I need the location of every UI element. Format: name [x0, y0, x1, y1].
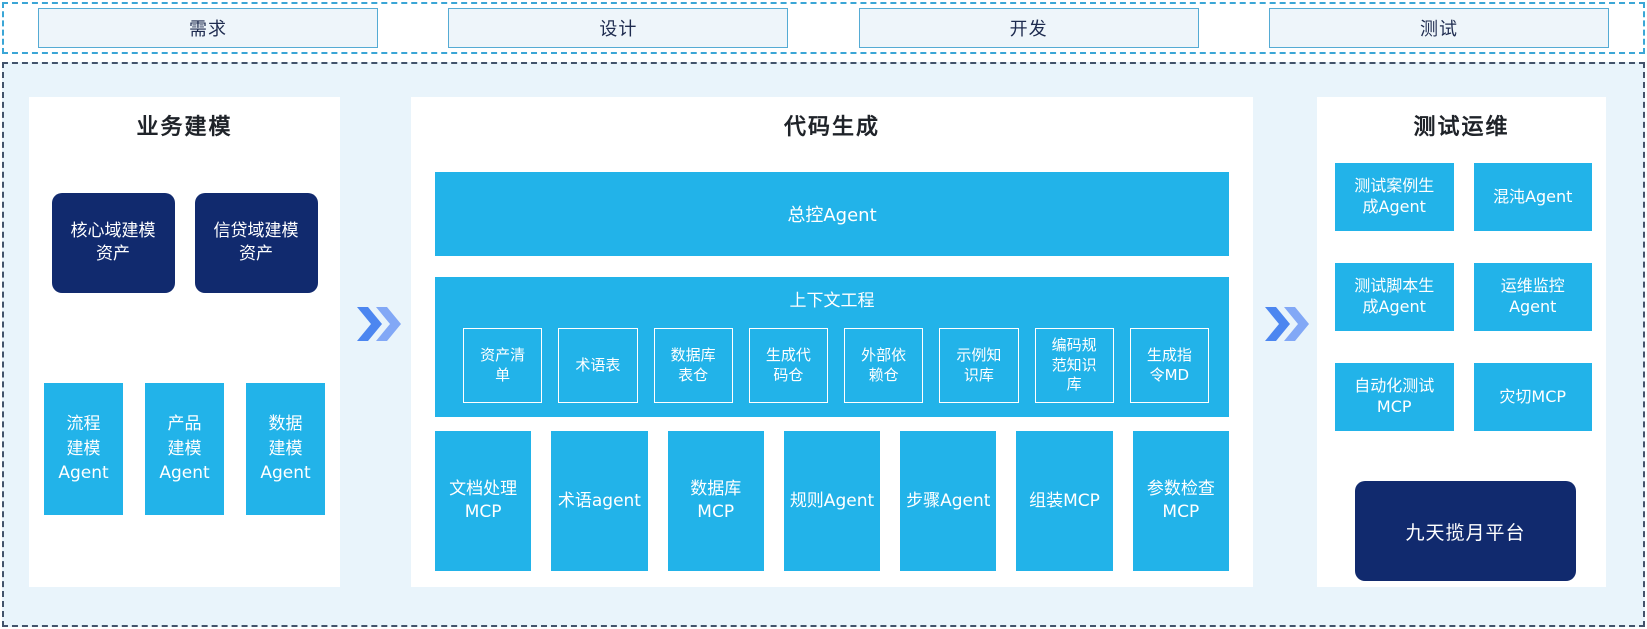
stage-requirements: 需求 [38, 8, 378, 48]
box-database-mcp: 数据库 MCP [667, 431, 764, 571]
box-parameter-check-mcp: 参数检查 MCP [1132, 431, 1229, 571]
flow-chevron-icon [1263, 304, 1309, 344]
context-engineering-title: 上下文工程 [789, 291, 875, 311]
box-process-modeling-agent: 流程 建模 Agent [44, 383, 123, 515]
box-asset-list: 资产清 单 [463, 328, 543, 403]
stage-development: 开发 [858, 8, 1199, 48]
box-document-processing-mcp: 文档处理 MCP [435, 431, 532, 571]
main-container: 业务建模 核心域建模 资产 信贷域建模 资产 流程 建模 Agent 产品 建模… [2, 62, 1645, 627]
box-generated-code-repo: 生成代 码仓 [748, 328, 828, 403]
box-automated-test-mcp: 自动化测试 MCP [1335, 363, 1454, 431]
flow-chevron-icon [355, 304, 401, 344]
box-ops-monitoring-agent: 运维监控 Agent [1473, 263, 1592, 331]
box-test-script-generation-agent: 测试脚本生 成Agent [1335, 263, 1454, 331]
panel-title-code-generation: 代码生成 [783, 115, 880, 140]
modeling-agent-row: 流程 建模 Agent 产品 建模 Agent 数据 建模 Agent [29, 383, 340, 515]
stage-testing: 测试 [1268, 8, 1609, 48]
box-terminology-agent: 术语agent [551, 431, 648, 571]
box-glossary: 术语表 [558, 328, 638, 403]
bar-master-agent: 总控Agent [435, 172, 1229, 256]
panel-business-modeling: 业务建模 核心域建模 资产 信贷域建模 资产 流程 建模 Agent 产品 建模… [29, 97, 340, 587]
tool-box-row: 文档处理 MCP 术语agent 数据库 MCP 规则Agent 步骤Agent… [435, 431, 1229, 571]
box-jiutian-lanyue-platform: 九天揽月平台 [1355, 481, 1576, 581]
box-product-modeling-agent: 产品 建模 Agent [145, 383, 224, 515]
box-disaster-switch-mcp: 灾切MCP [1473, 363, 1592, 431]
box-core-domain-assets: 核心域建模 资产 [51, 193, 175, 293]
box-external-dependency-repo: 外部依 赖仓 [844, 328, 924, 403]
context-engineering-group: 上下文工程 资产清 单 术语表 数据库 表仓 生成代 码仓 外部依 赖仓 示例知… [435, 277, 1229, 417]
box-chaos-agent: 混沌Agent [1473, 163, 1592, 231]
box-credit-domain-assets: 信贷域建模 资产 [194, 193, 318, 293]
panel-code-generation: 代码生成 总控Agent 上下文工程 资产清 单 术语表 数据库 表仓 生成代 … [411, 97, 1253, 587]
box-data-modeling-agent: 数据 建模 Agent [246, 383, 325, 515]
box-example-knowledge-base: 示例知 识库 [939, 328, 1019, 403]
box-assembly-mcp: 组装MCP [1016, 431, 1113, 571]
asset-box-row: 核心域建模 资产 信贷域建模 资产 [29, 193, 340, 293]
box-database-table-repo: 数据库 表仓 [653, 328, 733, 403]
test-ops-grid: 测试案例生 成Agent 混沌Agent 测试脚本生 成Agent 运维监控 A… [1335, 163, 1592, 431]
lifecycle-strip: 需求 设计 开发 测试 [2, 2, 1645, 54]
box-generation-instruction-md: 生成指 令MD [1129, 328, 1209, 403]
box-rule-agent: 规则Agent [783, 431, 881, 571]
stage-design: 设计 [448, 8, 789, 48]
context-item-row: 资产清 单 术语表 数据库 表仓 生成代 码仓 外部依 赖仓 示例知 识库 编码… [463, 328, 1209, 403]
box-step-agent: 步骤Agent [900, 431, 997, 571]
box-coding-standard-knowledge-base: 编码规 范知识 库 [1034, 328, 1114, 403]
panel-title-business-modeling: 业务建模 [136, 115, 233, 140]
box-test-case-generation-agent: 测试案例生 成Agent [1335, 163, 1454, 231]
panel-title-test-ops: 测试运维 [1413, 115, 1510, 140]
panel-test-ops: 测试运维 测试案例生 成Agent 混沌Agent 测试脚本生 成Agent 运… [1317, 97, 1606, 587]
